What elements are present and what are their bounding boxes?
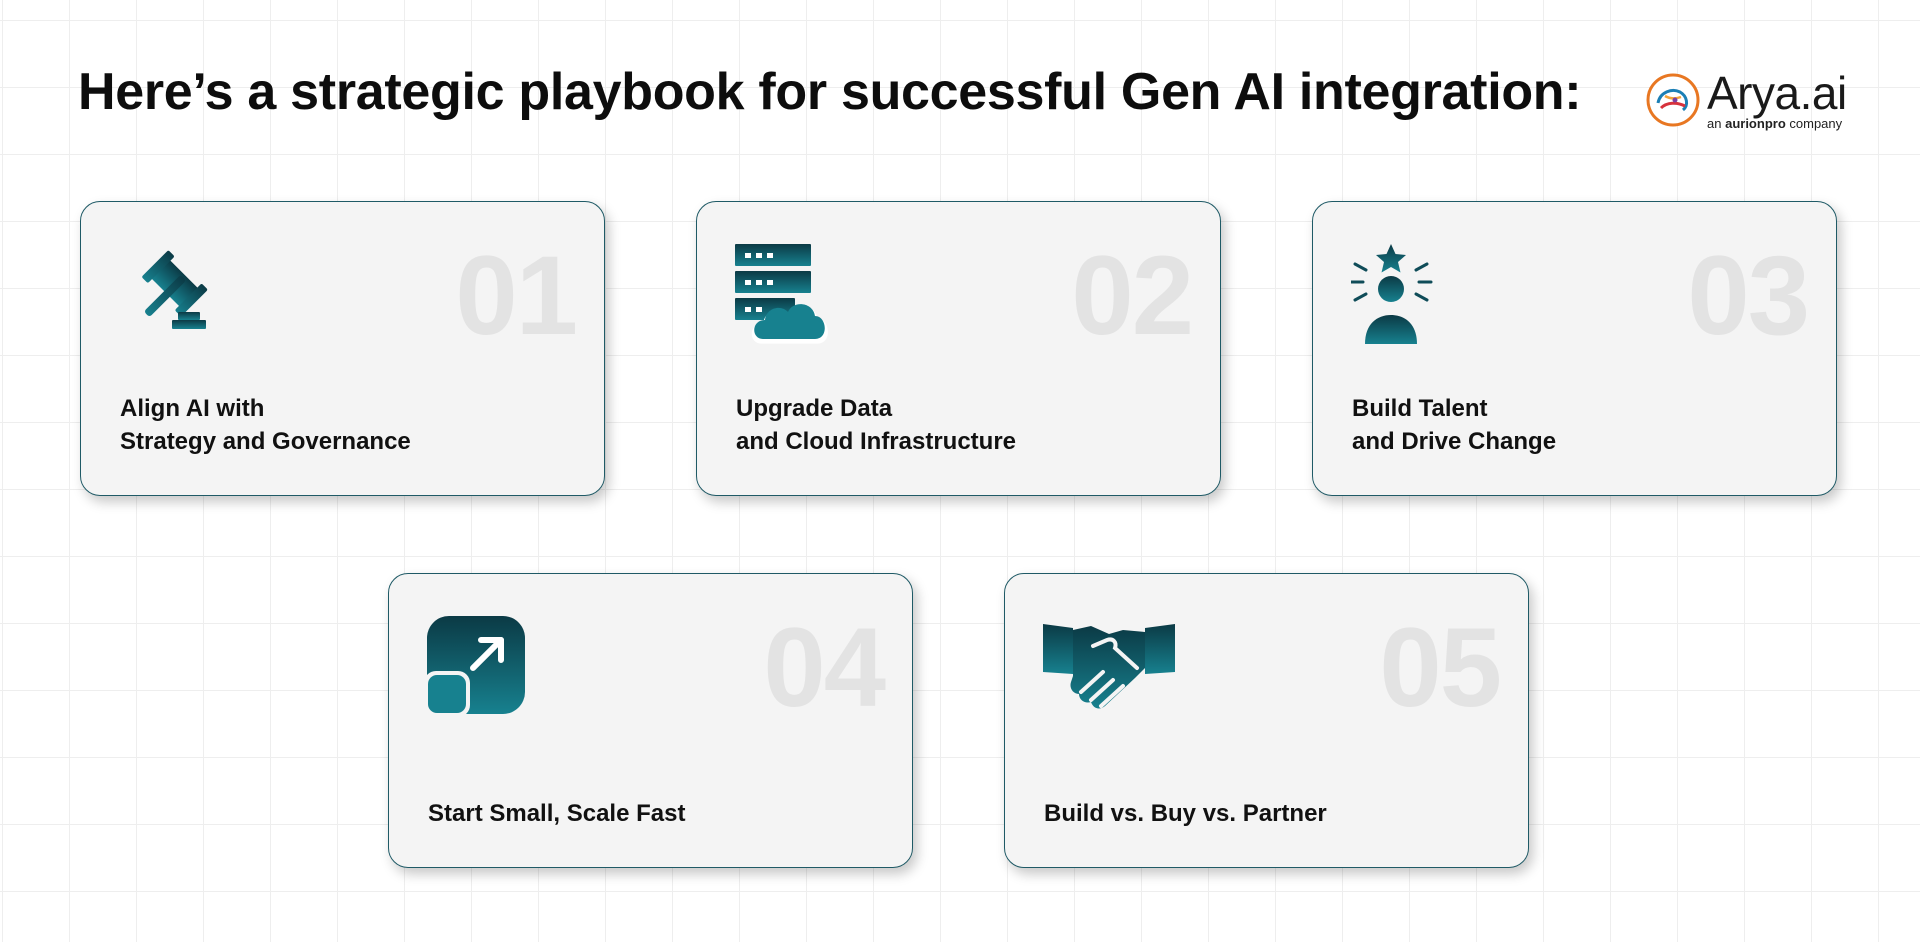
logo-wordmark: Arya.ai [1707, 67, 1847, 119]
card-start-small: 04 Start Small, Scale Fast [388, 573, 913, 868]
gavel-icon [142, 250, 208, 329]
card-title-line1: Build vs. Buy vs. Partner [1044, 800, 1327, 828]
card-align-ai: 01 Align AI with Strategy and Governance [80, 201, 605, 496]
card-number: 04 [763, 605, 886, 730]
page-title: Here’s a strategic playbook for successf… [78, 63, 1582, 121]
card-build-talent: 03 Build Talent and Drive Change [1312, 201, 1837, 496]
card-title-line2: and Cloud Infrastructure [736, 428, 1017, 456]
card-title-line1: Build Talent [1352, 394, 1488, 422]
logo-tagline-prefix: an [1707, 116, 1722, 131]
card-number: 02 [1071, 233, 1194, 358]
arya-logo-icon [1646, 73, 1700, 127]
card-number: 05 [1379, 605, 1502, 730]
card-title-line1: Upgrade Data [736, 394, 893, 422]
handshake-icon [1043, 624, 1175, 709]
card-title-line2: and Drive Change [1352, 428, 1557, 456]
card-number: 01 [455, 233, 578, 358]
logo-tagline-suffix: company [1789, 116, 1843, 131]
card-build-buy-partner: 05 Build vs. Buy vs. Partner [1004, 573, 1529, 868]
scale-up-icon [427, 616, 525, 716]
star-person-icon [1351, 244, 1433, 344]
card-upgrade-data: 02 Upgrade Data and Cloud Infrastructure [696, 201, 1221, 496]
card-text: Start Small, Scale Fast [428, 797, 685, 831]
card-text: Build Talent and Drive Change [1352, 392, 1556, 459]
logo-tagline-brand: aurionpro [1725, 116, 1786, 131]
card-number: 03 [1687, 233, 1810, 358]
logo-tagline: an aurionpro company [1707, 116, 1842, 131]
card-title-line2: Strategy and Governance [120, 428, 411, 456]
card-text: Align AI with Strategy and Governance [120, 392, 411, 459]
arya-logo: Arya.ai an aurionpro company [1645, 67, 1847, 138]
card-text: Upgrade Data and Cloud Infrastructure [736, 392, 1016, 459]
card-title-line1: Start Small, Scale Fast [428, 800, 686, 828]
card-title-line1: Align AI with [120, 394, 265, 422]
card-text: Build vs. Buy vs. Partner [1044, 797, 1327, 831]
server-cloud-icon [735, 244, 828, 344]
